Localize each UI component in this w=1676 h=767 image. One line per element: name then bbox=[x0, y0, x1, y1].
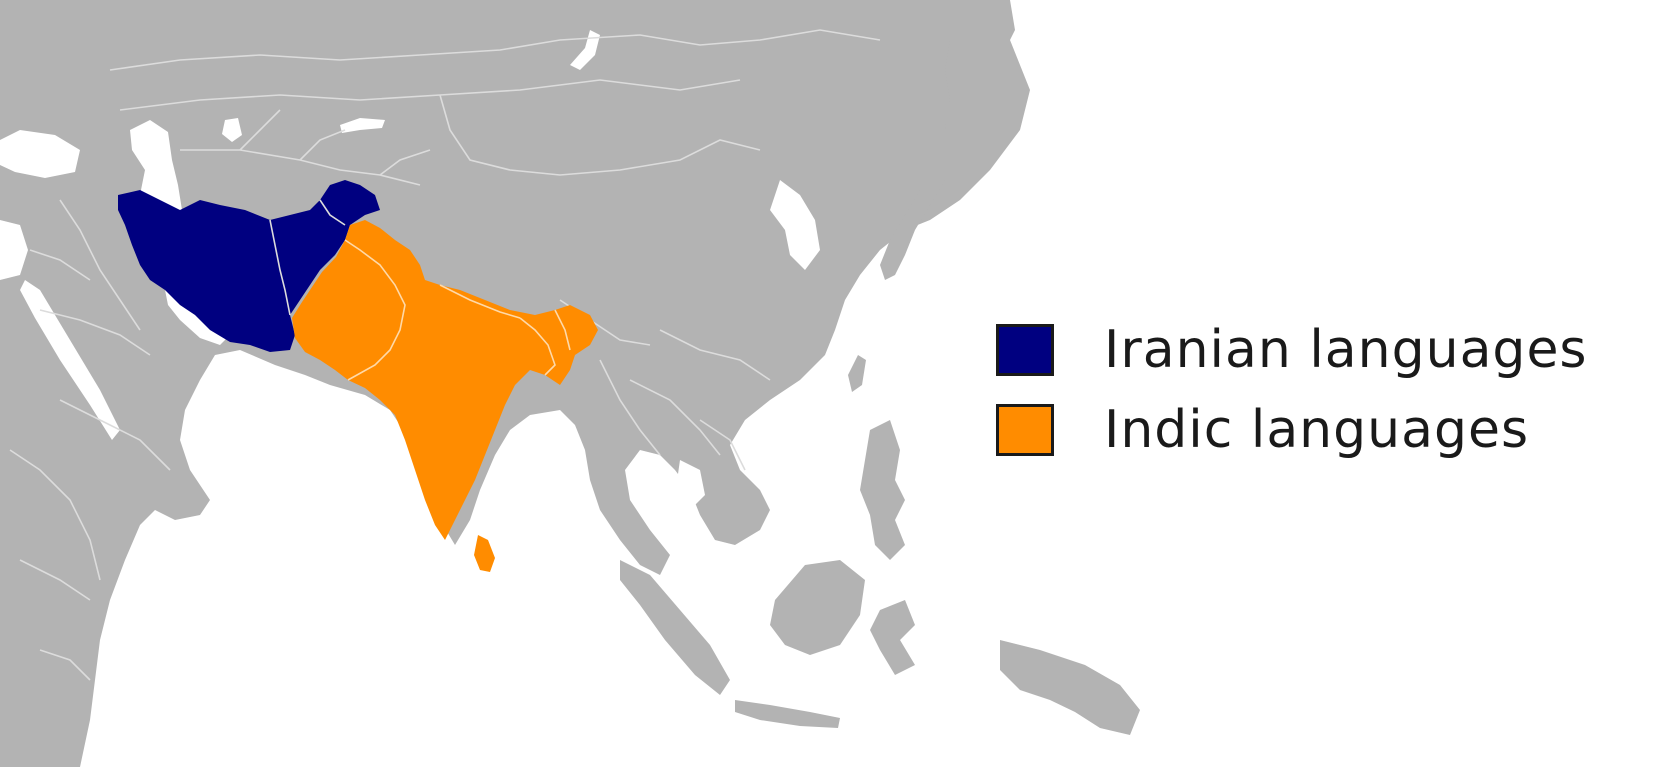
region-indic-languages[interactable] bbox=[292, 220, 598, 540]
country-borders bbox=[9, 29, 881, 681]
landmass-philippines bbox=[860, 420, 905, 560]
landmass-new-guinea bbox=[1000, 640, 1140, 735]
black-sea bbox=[0, 130, 80, 178]
legend-swatch-indic bbox=[996, 404, 1054, 456]
yellow-sea bbox=[770, 180, 820, 270]
indic-internal-borders bbox=[344, 239, 571, 381]
lake-baikal bbox=[570, 30, 600, 70]
landmass-taiwan bbox=[848, 355, 866, 392]
legend-item-iranian: Iranian languages bbox=[996, 314, 1588, 386]
legend-label-iranian: Iranian languages bbox=[1104, 320, 1588, 380]
gulf-of-thailand bbox=[675, 460, 705, 510]
lake-balkhash bbox=[340, 118, 385, 133]
landmass-sulawesi bbox=[870, 600, 915, 675]
region-iranian-languages[interactable] bbox=[118, 180, 380, 352]
aral-sea bbox=[222, 118, 242, 142]
landmass-borneo bbox=[770, 560, 865, 655]
legend: Iranian languages Indic languages bbox=[996, 314, 1588, 474]
landmass-sumatra bbox=[620, 560, 730, 695]
landmass-java bbox=[735, 700, 840, 728]
legend-item-indic: Indic languages bbox=[996, 394, 1588, 466]
red-sea bbox=[20, 280, 120, 440]
legend-swatch-iranian bbox=[996, 324, 1054, 376]
legend-label-indic: Indic languages bbox=[1104, 400, 1530, 460]
region-indic-sri-lanka[interactable] bbox=[474, 535, 495, 572]
mediterranean-sea bbox=[0, 220, 28, 280]
landmass-japan bbox=[880, 0, 1015, 280]
iranian-internal-borders bbox=[269, 199, 346, 316]
